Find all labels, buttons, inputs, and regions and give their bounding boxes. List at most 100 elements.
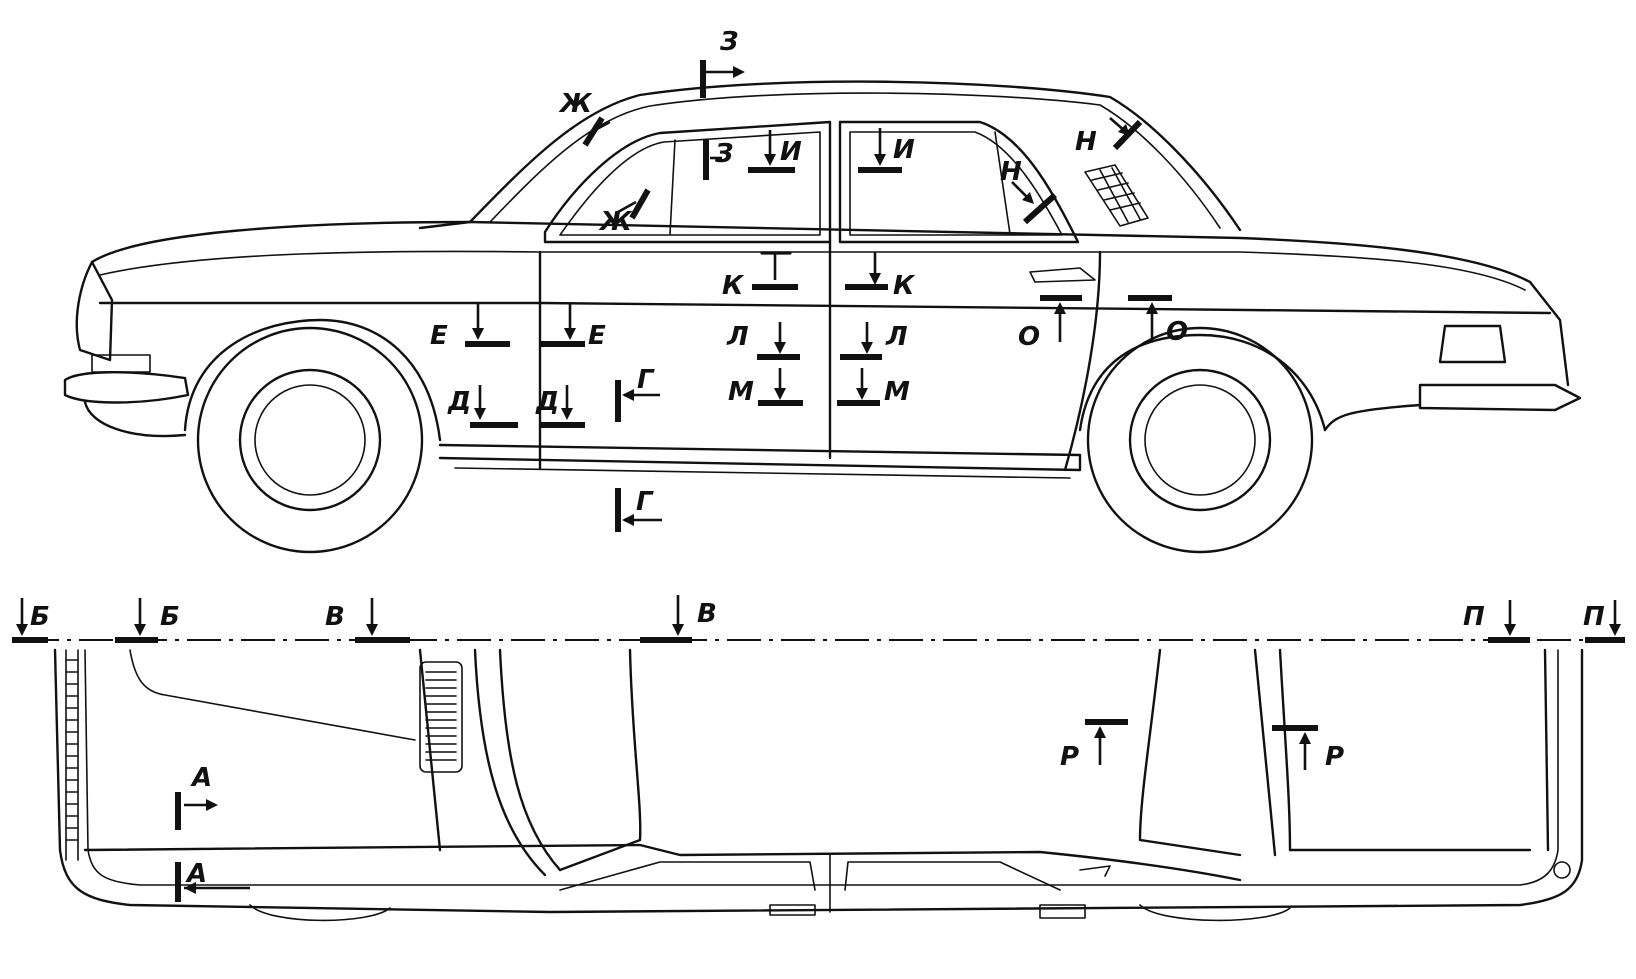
vent-pillar <box>669 139 676 235</box>
marker-d-door: Д <box>535 385 585 428</box>
marker-k-rear: К <box>845 252 916 301</box>
top-view <box>25 639 1620 922</box>
top-outline-inner <box>84 649 1559 886</box>
roof-outline <box>468 80 1242 232</box>
marker-n-door: Н <box>1000 157 1058 225</box>
marker-label: Л <box>726 322 749 352</box>
front-rim <box>238 368 382 512</box>
door-handle <box>1029 267 1096 283</box>
windshield <box>418 648 562 877</box>
front-wheel-arch <box>183 318 442 442</box>
marker-label: К <box>893 271 916 301</box>
marker-label: Е <box>430 321 448 351</box>
rear-window-top <box>1138 648 1292 857</box>
rear-bumper <box>1418 383 1582 412</box>
marker-label: Г <box>637 365 655 395</box>
rear-quarter <box>1323 403 1422 432</box>
marker-m-front: М <box>728 368 803 407</box>
antenna <box>1079 865 1111 877</box>
marker-label: Е <box>588 321 606 351</box>
front-hubcap <box>254 384 366 496</box>
marker-e-fender: Е <box>430 302 510 351</box>
front-bumper <box>63 371 190 404</box>
marker-label: И <box>893 135 915 165</box>
marker-n-roof: Н <box>1075 117 1143 157</box>
rear-tire <box>1086 326 1314 554</box>
marker-label: М <box>728 377 754 407</box>
marker-a-lower: А <box>175 859 250 902</box>
marker-label: Д <box>447 387 471 417</box>
marker-label: П <box>1463 602 1485 632</box>
sill-bottom <box>454 467 1071 479</box>
marker-label: П <box>1583 602 1605 632</box>
section-markers: Ж З Н Ж З <box>12 27 1625 902</box>
trunk-line <box>1288 648 1550 852</box>
marker-l-front: Л <box>726 322 800 360</box>
marker-b-right: Б <box>115 598 180 643</box>
marker-label: Н <box>1075 127 1097 157</box>
front-door-outline <box>538 240 832 470</box>
side-rail <box>83 843 1242 882</box>
rear-hubcap <box>1144 384 1256 496</box>
rear-door-outline <box>1063 250 1102 472</box>
c-pillar-vent <box>1084 164 1149 227</box>
side-view <box>63 80 1582 554</box>
marker-r-right: Р <box>1272 725 1344 772</box>
marker-o-front: О <box>1018 295 1082 352</box>
hood-line <box>418 220 472 230</box>
marker-label: З <box>719 27 738 57</box>
top-outline <box>53 648 1584 914</box>
marker-label: Д <box>535 387 559 417</box>
marker-i-rear: И <box>858 128 915 173</box>
marker-b-left: Б <box>12 598 50 643</box>
mirror <box>769 904 1086 919</box>
marker-label: Ж <box>598 207 633 237</box>
marker-p-left: П <box>1463 600 1530 643</box>
marker-m-rear: М <box>837 368 910 407</box>
windshield-top <box>558 648 642 872</box>
marker-d-fender: Д <box>447 385 518 428</box>
wheel-bulges <box>249 904 1291 922</box>
rear-wheel-arch <box>1078 333 1327 432</box>
hood-crease <box>129 649 416 741</box>
marker-z-door: З <box>703 139 733 180</box>
body-side-moulding <box>98 301 1552 315</box>
front-apron <box>83 400 187 438</box>
marker-label: О <box>1018 322 1040 352</box>
marker-label: Р <box>1060 742 1079 772</box>
rear-vent-pillar <box>994 131 1011 235</box>
front-window-inner <box>559 131 821 236</box>
body-crease <box>99 250 1526 291</box>
marker-zh-door: Ж <box>598 188 651 237</box>
fuel-cap <box>1553 861 1571 879</box>
rear-lamp <box>1438 324 1507 364</box>
front-window <box>543 120 832 244</box>
marker-label: М <box>884 377 910 407</box>
marker-label: Р <box>1325 742 1344 772</box>
marker-z-roof: З <box>700 27 745 98</box>
cowl-vent <box>419 661 463 773</box>
rear-panel <box>1528 280 1570 387</box>
rear-rim <box>1128 368 1272 512</box>
marker-label: Л <box>885 322 908 352</box>
marker-o-rear: О <box>1128 295 1188 347</box>
marker-label: К <box>722 271 745 301</box>
marker-v-left: В <box>325 598 410 643</box>
rear-window <box>838 120 1080 244</box>
marker-i-front: И <box>748 130 802 173</box>
marker-label: Н <box>1000 157 1022 187</box>
marker-label: В <box>697 599 717 629</box>
roof-inner-line <box>489 92 1221 229</box>
marker-label: З <box>714 139 733 169</box>
marker-label: И <box>780 137 802 167</box>
marker-label: Ж <box>558 89 593 119</box>
marker-p-right: П <box>1583 600 1625 643</box>
front-grille <box>65 649 79 861</box>
rocker-panel <box>438 443 1082 472</box>
marker-label: О <box>1166 317 1188 347</box>
marker-label: Б <box>160 602 180 632</box>
front-tire <box>196 326 424 554</box>
marker-g-door: Г <box>615 365 660 422</box>
